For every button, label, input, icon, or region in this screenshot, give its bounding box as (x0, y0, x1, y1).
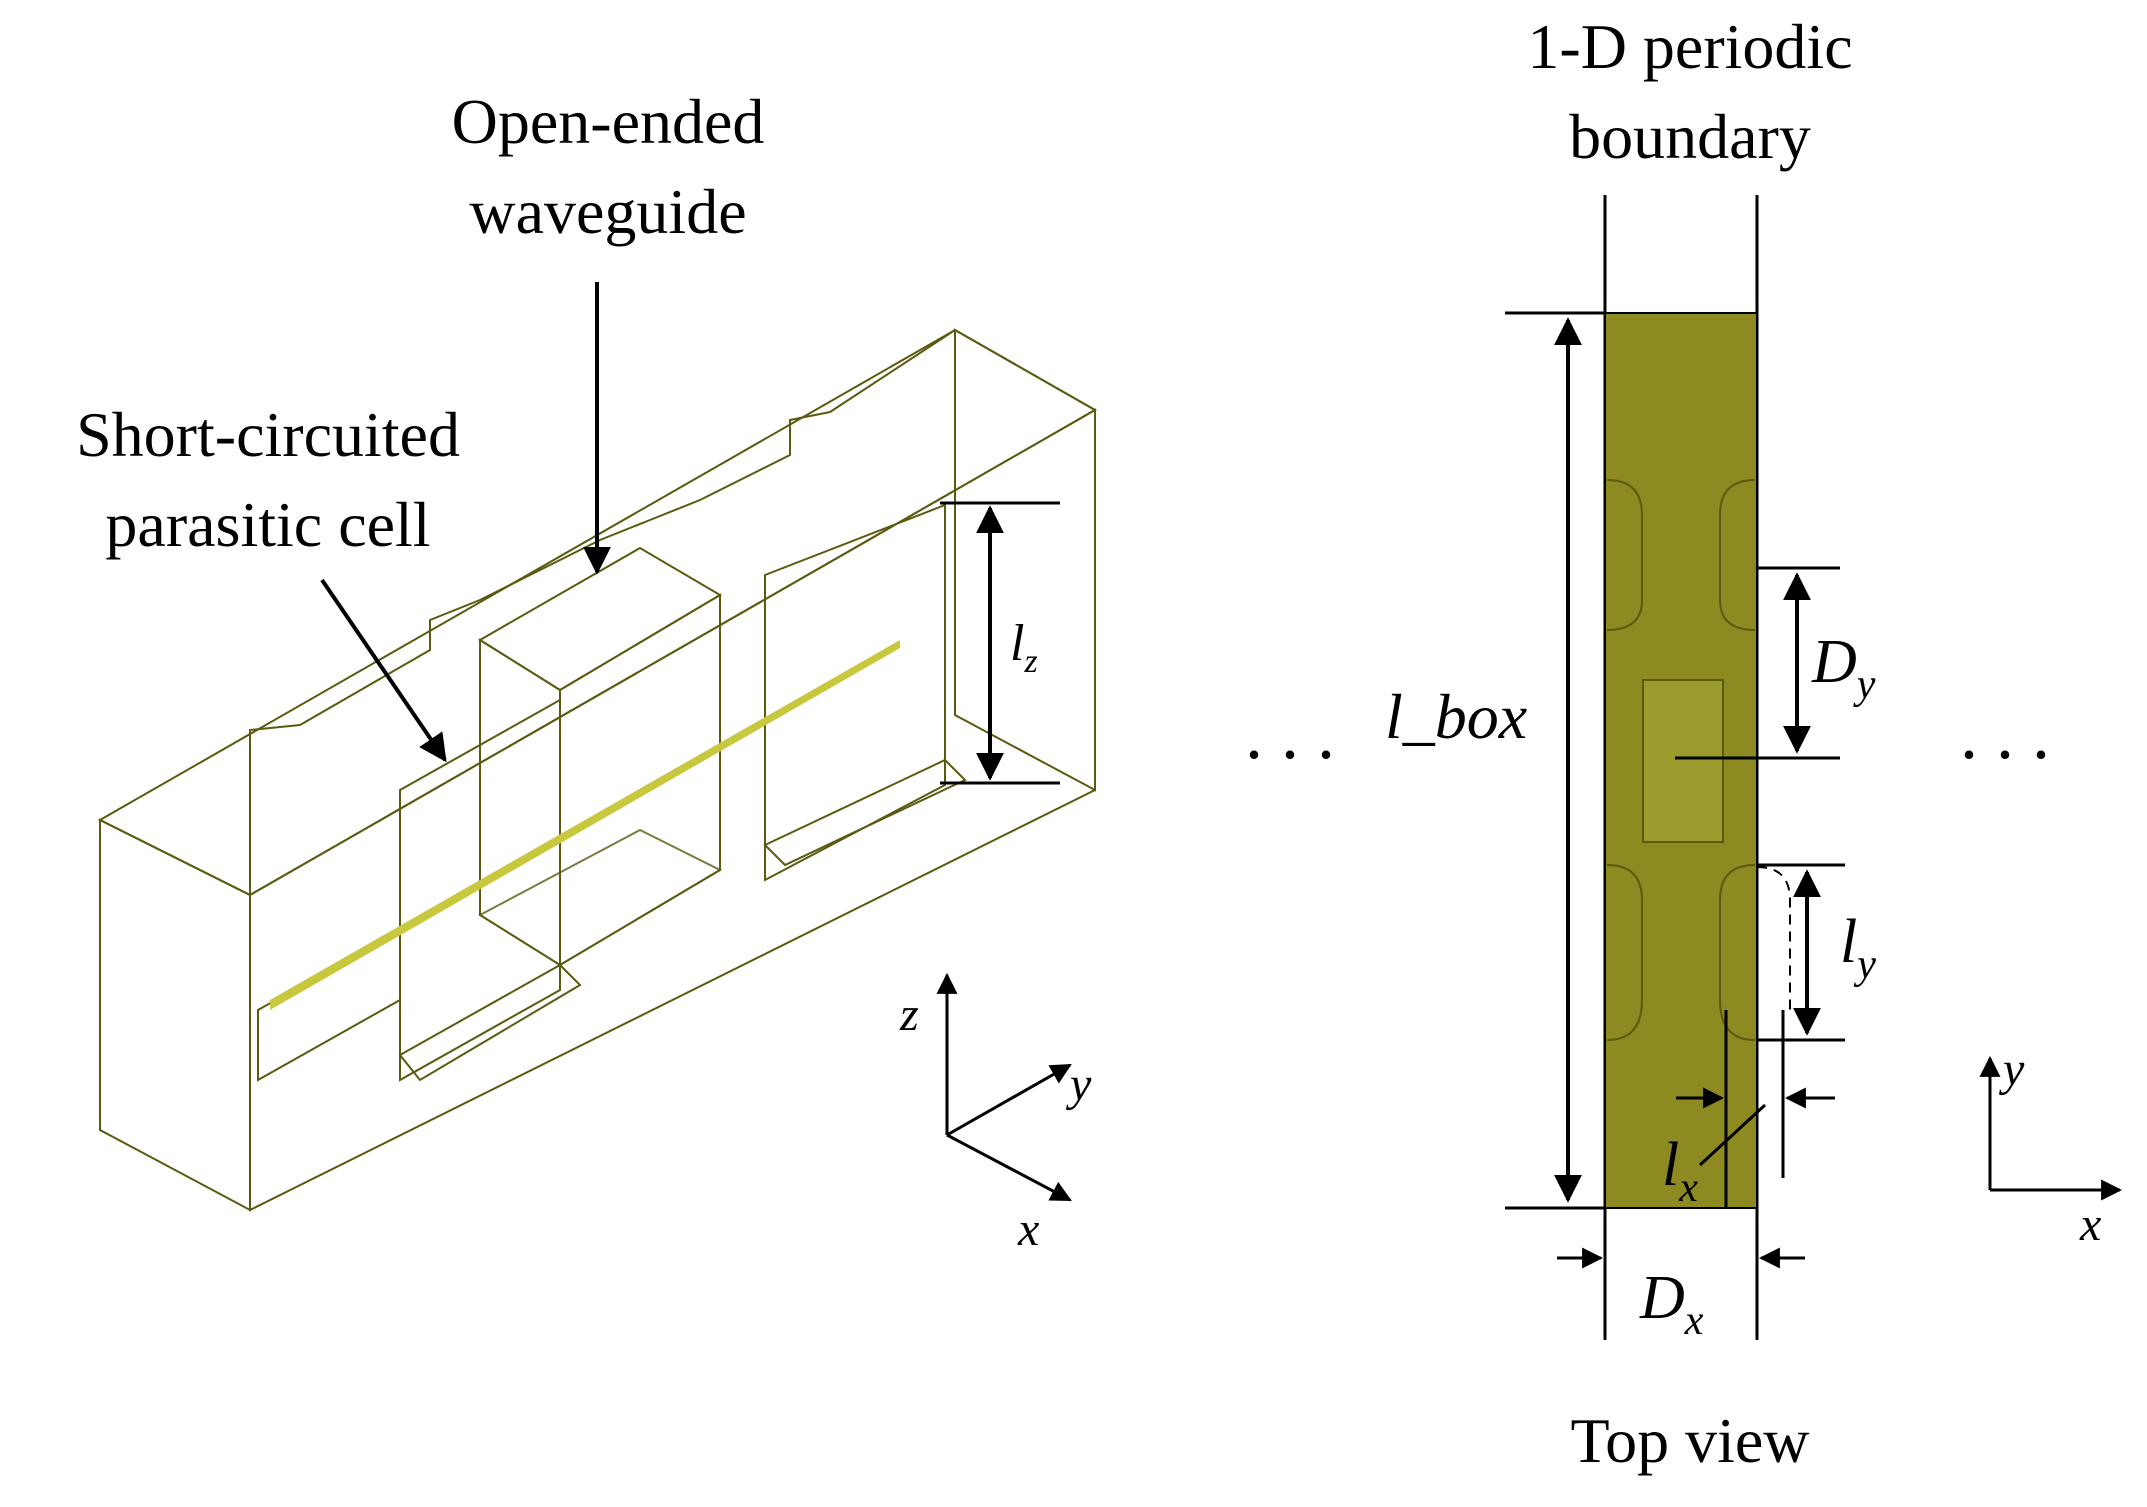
box-back-profile (249, 329, 956, 895)
axis-3d: z y x (899, 972, 1092, 1256)
slot-outline-top-right (1719, 479, 1756, 631)
box-front-face (99, 818, 251, 1212)
axis-x-label: x (1017, 1203, 1039, 1256)
lx-label: lx (1662, 1131, 1698, 1211)
box-side-face (954, 328, 1096, 792)
slot-dashed (1756, 866, 1791, 1010)
parasitic-slot-right (763, 758, 967, 867)
parasitic-cavity-right (764, 503, 946, 882)
label-parasitic-cell: parasitic cell (105, 489, 430, 560)
waveguide-floor (478, 828, 723, 967)
waveguide-side (559, 593, 721, 967)
dots-right: . . . (1960, 694, 2050, 774)
label-waveguide: waveguide (469, 176, 746, 247)
axis2-y-label: y (1998, 1043, 2025, 1096)
label-periodic: 1-D periodic (1527, 11, 1852, 82)
axis-y-label: y (1065, 1058, 1092, 1111)
box-long-face (249, 408, 1096, 1212)
lbox-label: l_box (1385, 681, 1527, 752)
dx-label: Dx (1639, 1264, 1704, 1344)
axis2-x-label: x (2079, 1198, 2101, 1251)
ly-label: ly (1840, 908, 1876, 988)
label-open-ended: Open-ended (452, 86, 765, 157)
label-top-view: Top view (1570, 1405, 1809, 1476)
axis-x-line (946, 1133, 1072, 1202)
top-view: 1-D periodic boundary l_box . . . . . . … (1245, 11, 2123, 1476)
slot-outline-bottom-left (1606, 864, 1643, 1041)
slot-outline-bottom-right (1719, 864, 1756, 1041)
isometric-model: lz Open-ended waveguide Short-circuited … (76, 86, 1098, 1256)
label-boundary: boundary (1569, 101, 1811, 172)
label-short-circuited: Short-circuited (76, 399, 460, 470)
axis-2d: y x (1979, 1043, 2123, 1251)
lx-leader (1698, 1103, 1767, 1167)
waveguide-top (478, 546, 722, 692)
slot-outline-top-left (1606, 479, 1643, 631)
lz-label: lz (1010, 615, 1038, 680)
axis-y-line (946, 1063, 1072, 1137)
waveguide-aperture (1642, 679, 1724, 843)
parasitic-slot-mid (398, 963, 582, 1082)
parasitic-slot-left (257, 928, 401, 1082)
dots-left: . . . (1245, 694, 1335, 774)
waveguide-front (479, 638, 561, 967)
axis-z-label: z (899, 988, 919, 1041)
dy-label: Dy (1811, 628, 1876, 708)
parasitic-cavity-mid (399, 698, 561, 1082)
open-ended-waveguide (478, 546, 723, 967)
top-slot-strip (270, 640, 900, 1010)
parasitic-callout-arrow (320, 578, 447, 763)
